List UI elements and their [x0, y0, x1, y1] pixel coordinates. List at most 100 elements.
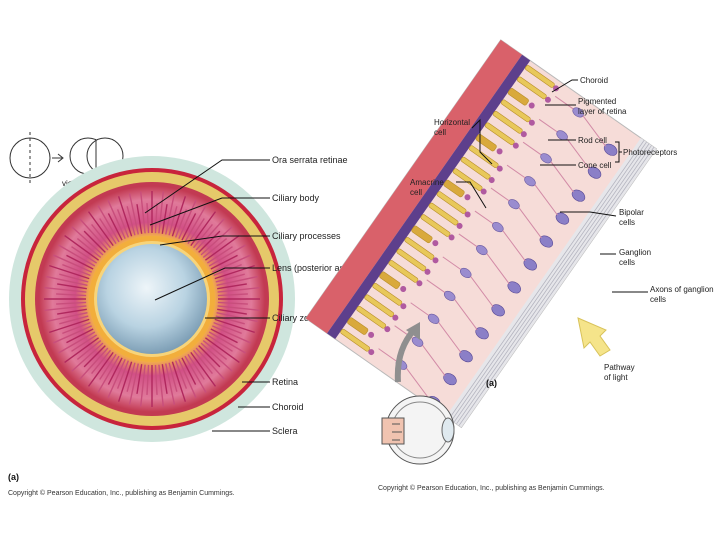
choroid-label: Choroid: [272, 402, 304, 412]
ciliary-process-ray: [57, 283, 87, 290]
ciliary-process-ray: [158, 364, 164, 407]
ciliary-process-ray: [174, 360, 188, 389]
bipolar-dendrite: [522, 141, 542, 156]
photoreceptor-nucleus: [424, 268, 431, 275]
bipolar-dendrite: [442, 256, 462, 270]
ciliary-process-ray: [56, 293, 87, 297]
ciliary-process-ray: [53, 325, 92, 344]
ganglion-axon: [458, 146, 655, 426]
panel-tag-right: (a): [486, 378, 497, 388]
photoreceptor-nucleus: [488, 177, 495, 184]
ciliary-process-ray: [212, 254, 251, 273]
ganglion-axon: [453, 143, 650, 423]
ciliary-process-ray: [79, 218, 109, 251]
ciliary-process-ray: [217, 301, 248, 305]
photoreceptor-nucleus: [464, 211, 471, 218]
synapse-line: [534, 184, 558, 216]
ciliary-process-ray: [107, 200, 126, 239]
retina-label: Retina: [272, 377, 298, 387]
synapse-line: [454, 299, 478, 331]
ciliary-process-ray: [204, 337, 240, 364]
pathway-label-2: of light: [604, 373, 628, 382]
ciliary-process-ray: [214, 318, 255, 334]
rod-cell: [404, 237, 435, 260]
bipolar-dendrite: [554, 95, 574, 110]
cone-cell: [379, 271, 401, 289]
ciliary-process-ray: [107, 357, 123, 385]
rod-cell: [436, 191, 467, 214]
ciliary-process-ray: [71, 246, 98, 264]
sclera-label: Sclera: [272, 426, 298, 436]
photoreceptors-label: Photoreceptors: [623, 148, 677, 157]
ciliary-process-ray: [44, 305, 87, 311]
synapse-line: [582, 115, 607, 147]
ciliary-process-ray: [195, 347, 225, 380]
ciliary-process-ray: [192, 349, 213, 375]
rods-and-cones: [340, 65, 559, 356]
light-pathway-arrow: [577, 317, 611, 357]
rod-cell: [364, 294, 395, 318]
ciliary-process-ray: [128, 363, 139, 405]
synapse-line: [406, 367, 430, 399]
ciliary-process-ray: [178, 359, 197, 398]
photoreceptor-nucleus: [456, 222, 463, 229]
ganglion-axon: [451, 141, 647, 421]
ciliary-process-ray: [202, 339, 228, 360]
ciliary-process-ray: [184, 205, 207, 243]
rod-cell: [500, 99, 531, 123]
ciliary-process-ray: [206, 334, 233, 352]
ciliary-process-ray: [192, 223, 213, 249]
ciliary-process-ray: [62, 263, 91, 277]
ciliary-process-ray: [46, 275, 88, 286]
photoreceptor-nucleus: [432, 240, 439, 247]
ciliary-process-ray: [46, 312, 88, 323]
bipolar-dendrite: [490, 187, 510, 202]
photoreceptor-nucleus: [496, 148, 503, 155]
ciliary-process-ray: [213, 321, 242, 335]
bipolar-cell: [443, 290, 456, 301]
photoreceptor-nucleus: [552, 85, 559, 92]
horizontal-cell-label-1: Horizontal: [434, 118, 470, 127]
ciliary-process-ray: [187, 218, 205, 245]
synapse-line: [566, 138, 591, 170]
cone-cell: [411, 225, 433, 244]
ciliary-process-ray: [87, 351, 114, 387]
choroid-label-right: Choroid: [580, 76, 608, 85]
ciliary-process-ray: [97, 355, 120, 393]
ciliary-process-ray: [217, 305, 260, 311]
ciliary-zonule-label: Ciliary zonule: [272, 313, 326, 323]
ciliary-process-ray: [146, 203, 150, 234]
photoreceptor-nucleus: [520, 131, 527, 138]
panel-tag-left: (a): [8, 472, 19, 482]
horizontal-cell-label-2: cell: [434, 128, 446, 137]
ciliary-process-ray: [178, 200, 197, 239]
photoreceptor-nucleus: [512, 142, 519, 149]
ciliary-process-ray: [200, 226, 233, 256]
ciliary-process-ray: [198, 230, 221, 253]
bipolar-dendrite: [410, 302, 429, 316]
rod-cell: [340, 328, 371, 352]
ciliary-process-ray: [83, 345, 106, 368]
ciliary-process-ray: [76, 339, 102, 360]
ciliary-process-ray: [58, 244, 96, 267]
pigment-band: [327, 54, 531, 340]
lens-label: Lens (posterior aspect): [272, 263, 364, 273]
photoreceptor-nucleus: [432, 257, 439, 264]
copyright-left: Copyright © Pearson Education, Inc., pub…: [8, 489, 235, 497]
ganglion-cells-label-1: Ganglion: [619, 248, 651, 257]
ciliary-process-ray: [71, 334, 98, 352]
cone-cell: [347, 317, 369, 335]
ciliary-process-ray: [208, 331, 246, 354]
ciliary-process-ray: [216, 275, 258, 286]
synapse-line: [438, 321, 462, 354]
lens: [97, 244, 207, 354]
ciliary-process-ray: [97, 205, 120, 243]
ciliary-process-ray: [91, 223, 112, 249]
synapse-line: [550, 161, 574, 193]
ciliary-process-ray: [66, 254, 94, 270]
rod-cell: [468, 145, 499, 169]
ciliary-process-ray: [206, 246, 233, 264]
ciliary-process-ray: [213, 263, 242, 277]
rod-cell: [396, 248, 427, 272]
